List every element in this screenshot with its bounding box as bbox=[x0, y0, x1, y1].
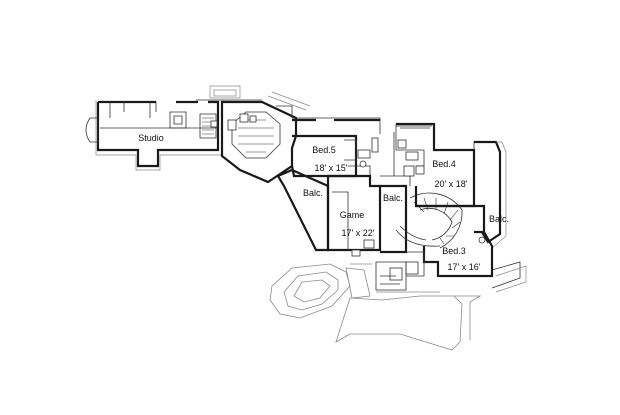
balcony-center-label: Balc. bbox=[383, 193, 403, 203]
bed4-label: Bed.4 bbox=[432, 159, 456, 169]
balcony-left bbox=[276, 168, 330, 252]
pool-deck bbox=[269, 263, 482, 351]
center-hall bbox=[380, 132, 415, 254]
entry-bay bbox=[196, 85, 262, 101]
studio-wing bbox=[85, 100, 223, 171]
connector-hall bbox=[220, 91, 311, 184]
bed3-room bbox=[375, 204, 527, 293]
bed5-size: 18' x 15' bbox=[315, 163, 348, 173]
studio-label: Studio bbox=[138, 133, 164, 143]
balcony-right bbox=[474, 140, 507, 249]
game-size: 17' x 22' bbox=[342, 228, 375, 238]
bed3-label: Bed.3 bbox=[442, 246, 466, 256]
bed5-room bbox=[290, 117, 381, 178]
game-label: Game bbox=[340, 210, 365, 220]
bed5-label: Bed.5 bbox=[312, 145, 336, 155]
bed3-size: 17' x 16' bbox=[448, 262, 481, 272]
bed4-size: 20' x 18' bbox=[435, 179, 468, 189]
curved-stair bbox=[395, 192, 463, 249]
balcony-right-label: Balc. bbox=[489, 214, 509, 224]
balcony-left-label: Balc. bbox=[303, 188, 323, 198]
